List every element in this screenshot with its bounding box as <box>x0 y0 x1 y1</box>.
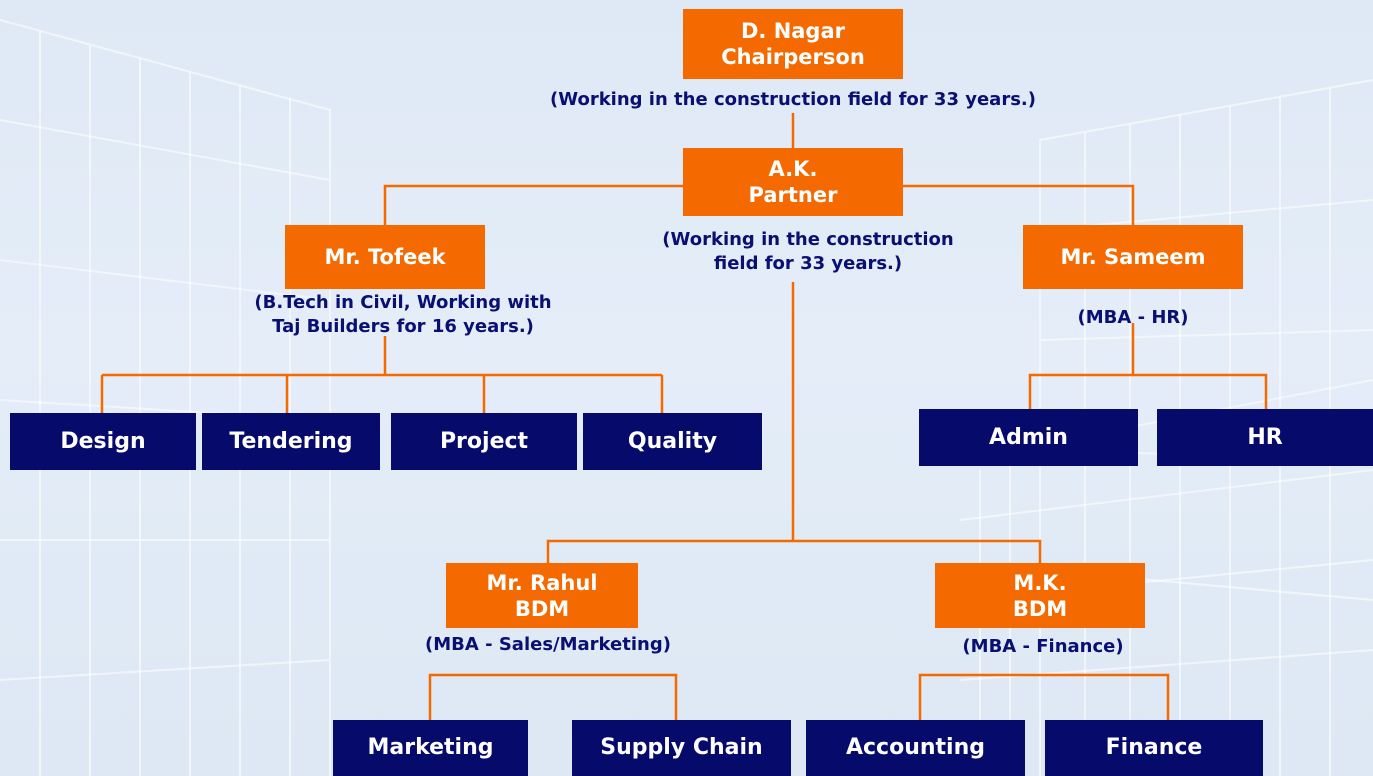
partner-name: A.K. <box>768 157 818 181</box>
tofeek-box: Mr. Tofeek <box>285 225 485 289</box>
dept-project: Project <box>391 413 577 470</box>
mk-box: M.K. BDM <box>935 563 1145 628</box>
rahul-role: BDM <box>514 596 570 621</box>
dept-supply-chain-label: Supply Chain <box>600 735 763 760</box>
connector-bdm-bus <box>546 539 1042 563</box>
dept-marketing-label: Marketing <box>367 735 494 760</box>
dept-hr: HR <box>1157 409 1373 466</box>
dept-finance-label: Finance <box>1105 735 1203 760</box>
dept-marketing: Marketing <box>333 720 528 776</box>
dept-design: Design <box>10 413 196 470</box>
sameem-name: Mr. Sameem <box>1060 245 1206 269</box>
dept-admin-label: Admin <box>989 424 1068 450</box>
connector-admin-hr-bus <box>1028 373 1268 413</box>
mk-name: M.K. <box>1013 570 1067 595</box>
tofeek-note-line2: Taj Builders for 16 years.) <box>272 316 534 337</box>
tofeek-name: Mr. Tofeek <box>324 245 446 269</box>
connector-partner-tofeek <box>383 184 683 225</box>
tofeek-note-line1: (B.Tech in Civil, Working with <box>254 292 552 313</box>
mk-note: (MBA - Finance) <box>962 636 1124 657</box>
chairperson-role: Chairperson <box>721 45 865 69</box>
dept-hr-label: HR <box>1247 424 1283 450</box>
rahul-note: (MBA - Sales/Marketing) <box>425 634 671 655</box>
dept-tendering: Tendering <box>202 413 380 470</box>
dept-finance: Finance <box>1045 720 1263 776</box>
chairperson-name: D. Nagar <box>740 19 845 43</box>
sameem-note: (MBA - HR) <box>1077 307 1189 328</box>
connector-rahul-depts <box>428 673 678 720</box>
dept-project-label: Project <box>439 428 529 454</box>
dept-quality-label: Quality <box>627 428 718 454</box>
dept-admin: Admin <box>919 409 1138 466</box>
partner-box: A.K. Partner <box>683 148 903 216</box>
sameem-box: Mr. Sameem <box>1023 225 1243 289</box>
chairperson-box: D. Nagar Chairperson <box>683 9 903 79</box>
tofeek-note: (B.Tech in Civil, Working with Taj Build… <box>254 291 551 339</box>
rahul-name: Mr. Rahul <box>486 570 598 595</box>
partner-note-line1: (Working in the construction <box>662 229 954 250</box>
dept-tendering-label: Tendering <box>229 428 353 454</box>
connector-mk-depts <box>918 673 1170 720</box>
connector-partner-sameem <box>903 184 1135 225</box>
dept-accounting: Accounting <box>806 720 1025 776</box>
partner-note: (Working in the construction field for 3… <box>662 228 953 276</box>
chairperson-note: (Working in the construction field for 3… <box>550 89 1036 110</box>
partner-role: Partner <box>748 183 838 207</box>
dept-design-label: Design <box>60 428 146 454</box>
partner-note-line2: field for 33 years.) <box>713 253 903 274</box>
dept-quality: Quality <box>583 413 762 470</box>
dept-supply-chain: Supply Chain <box>572 720 791 776</box>
rahul-box: Mr. Rahul BDM <box>446 563 638 628</box>
dept-accounting-label: Accounting <box>845 735 985 760</box>
mk-role: BDM <box>1012 596 1068 621</box>
